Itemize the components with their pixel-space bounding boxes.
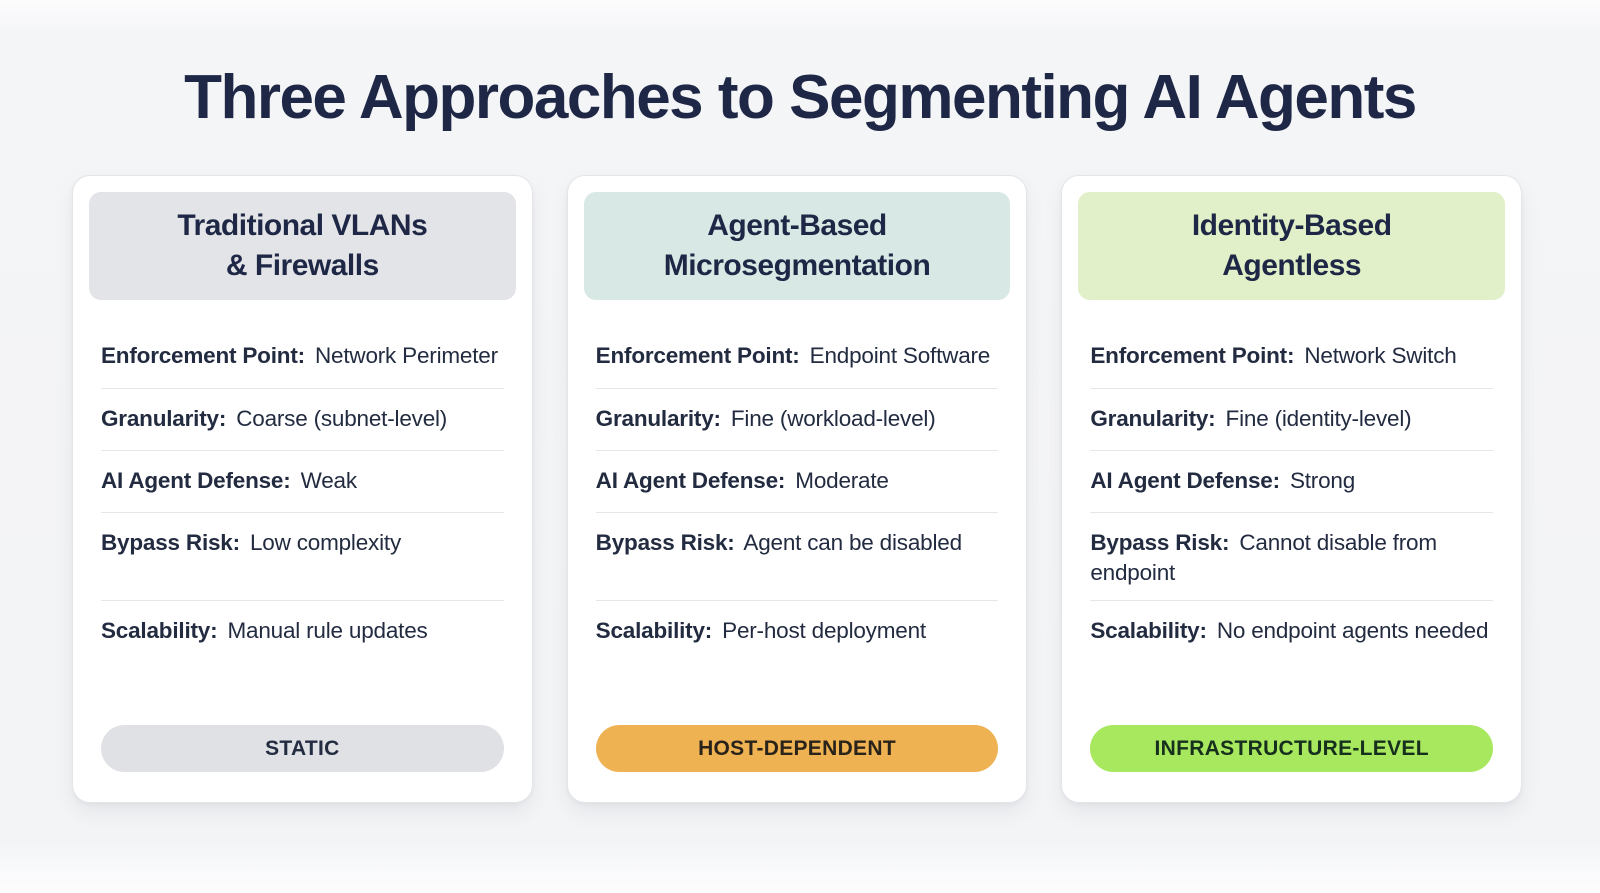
spec-row-ai-agent-defense: AI Agent Defense: Weak xyxy=(101,450,504,512)
spec-value: Per-host deployment xyxy=(722,618,926,643)
spec-row-ai-agent-defense: AI Agent Defense: Moderate xyxy=(595,450,999,512)
spec-value: No endpoint agents needed xyxy=(1216,618,1489,643)
card-header: Agent-Based Microsegmentation xyxy=(583,192,1011,300)
spec-row-scalability: Scalability: No endpoint agents needed xyxy=(1090,600,1494,662)
spec-row-bypass-risk: Bypass Risk: Low complexity xyxy=(101,512,504,600)
spec-label: AI Agent Defense: xyxy=(595,468,786,493)
card-title-line1: Traditional VLANs xyxy=(177,208,428,242)
card-title-line2: Agentless xyxy=(1222,249,1362,282)
spec-label: AI Agent Defense: xyxy=(1090,468,1280,493)
status-badge-host-dependent: HOST-DEPENDENT xyxy=(595,725,999,772)
spec-value: Weak xyxy=(300,468,358,493)
spec-label: Scalability: xyxy=(595,618,713,643)
spec-row-enforcement-point: Enforcement Point: Endpoint Software xyxy=(596,326,999,388)
card-title-line1: Identity-Based xyxy=(1191,208,1392,242)
spec-value: Network Perimeter xyxy=(314,343,498,368)
spec-label: Granularity: xyxy=(101,406,227,431)
spec-label: Enforcement Point: xyxy=(595,343,800,368)
comparison-cards-container: Traditional VLANs & Firewalls Enforcemen… xyxy=(0,175,1600,803)
spec-value: Low complexity xyxy=(249,530,401,555)
spec-row-ai-agent-defense: AI Agent Defense: Strong xyxy=(1090,450,1494,512)
spec-label: Enforcement Point: xyxy=(101,343,305,368)
spec-label: Granularity: xyxy=(595,406,721,431)
spec-label: Enforcement Point: xyxy=(1090,343,1295,368)
spec-label: Bypass Risk: xyxy=(1090,530,1230,555)
card-agent-based-microsegmentation: Agent-Based Microsegmentation Enforcemen… xyxy=(566,175,1028,803)
card-traditional-vlans-firewalls: Traditional VLANs & Firewalls Enforcemen… xyxy=(72,175,533,803)
spec-value: Network Switch xyxy=(1304,343,1457,368)
card-title-line1: Agent-Based xyxy=(707,208,887,242)
spec-value: Agent can be disabled xyxy=(743,530,962,555)
card-identity-based-agentless: Identity-Based Agentless Enforcement Poi… xyxy=(1061,175,1523,803)
spec-value: Fine (identity-level) xyxy=(1225,406,1412,431)
spec-row-bypass-risk: Bypass Risk: Cannot disable from endpoin… xyxy=(1090,512,1494,600)
status-badge-static: STATIC xyxy=(101,725,504,772)
spec-rows: Enforcement Point: Network Perimeter Gra… xyxy=(73,314,532,725)
spec-value: Endpoint Software xyxy=(809,343,991,368)
status-badge-infrastructure-level: INFRASTRUCTURE-LEVEL xyxy=(1090,725,1494,772)
spec-value: Fine (workload-level) xyxy=(730,406,936,431)
spec-label: Scalability: xyxy=(101,618,218,643)
spec-value: Cannot disable from endpoint xyxy=(1090,530,1437,585)
spec-rows: Enforcement Point: Endpoint Software Gra… xyxy=(568,314,1027,725)
spec-row-scalability: Scalability: Manual rule updates xyxy=(101,600,504,662)
spec-label: AI Agent Defense: xyxy=(101,468,291,493)
page-title: Three Approaches to Segmenting AI Agents xyxy=(184,63,1417,132)
spec-label: Scalability: xyxy=(1090,618,1207,643)
spec-value: Coarse (subnet-level) xyxy=(236,406,448,431)
spec-row-enforcement-point: Enforcement Point: Network Switch xyxy=(1090,326,1493,388)
spec-row-granularity: Granularity: Fine (identity-level) xyxy=(1090,388,1494,450)
spec-row-granularity: Granularity: Coarse (subnet-level) xyxy=(101,388,504,450)
spec-rows: Enforcement Point: Network Switch Granul… xyxy=(1062,314,1521,725)
spec-row-granularity: Granularity: Fine (workload-level) xyxy=(595,388,999,450)
card-header: Identity-Based Agentless xyxy=(1078,192,1506,300)
spec-label: Bypass Risk: xyxy=(595,530,735,555)
card-header: Traditional VLANs & Firewalls xyxy=(89,192,516,300)
spec-row-scalability: Scalability: Per-host deployment xyxy=(595,600,999,662)
spec-value: Strong xyxy=(1289,468,1356,493)
card-title-line2: & Firewalls xyxy=(225,249,379,282)
spec-value: Moderate xyxy=(795,468,889,493)
spec-row-enforcement-point: Enforcement Point: Network Perimeter xyxy=(101,326,504,388)
spec-row-bypass-risk: Bypass Risk: Agent can be disabled xyxy=(595,512,999,600)
spec-label: Bypass Risk: xyxy=(101,530,240,555)
spec-label: Granularity: xyxy=(1090,406,1216,431)
card-title-line2: Microsegmentation xyxy=(663,249,931,282)
spec-value: Manual rule updates xyxy=(227,618,428,643)
